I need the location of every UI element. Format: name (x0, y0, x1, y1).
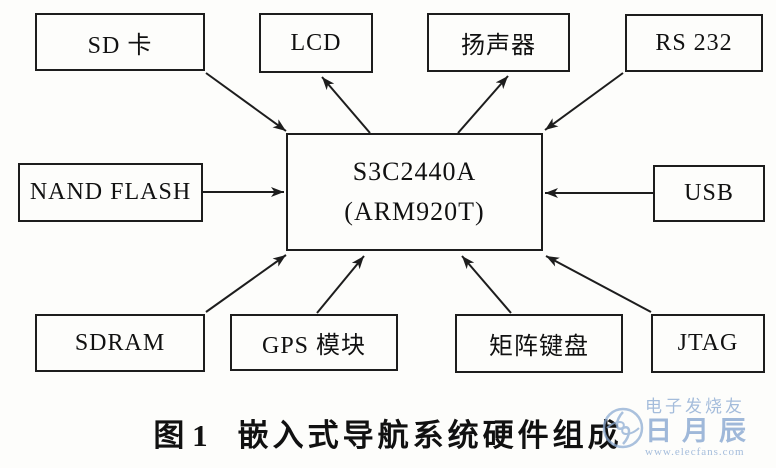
node-jtag: JTAG (651, 314, 765, 373)
node-usb: USB (653, 165, 765, 222)
node-lcd: LCD (259, 13, 373, 73)
node-sd-card: SD 卡 (35, 13, 205, 71)
node-sdram-label: SDRAM (74, 329, 166, 356)
node-matrix-keypad-label: 矩阵键盘 (489, 334, 589, 360)
node-gps-module-label: GPS 模块 (261, 333, 367, 359)
arrow-sd-card-to-cpu (205, 72, 287, 132)
node-cpu-s3c2440a: S3C2440A (ARM920T) (286, 133, 543, 251)
node-jtag-label: JTAG (677, 330, 739, 356)
node-rs232-label: RS 232 (655, 29, 733, 56)
arrow-gps-to-cpu (316, 255, 365, 314)
arrow-keypad-to-cpu (461, 255, 512, 314)
node-sdram: SDRAM (35, 314, 205, 372)
cpu-label-line2: (ARM920T) (344, 197, 485, 226)
cpu-label-line1: S3C2440A (352, 157, 477, 186)
node-speaker-label: 扬声器 (461, 33, 536, 59)
node-nand-flash: NAND FLASH (18, 163, 203, 222)
arrow-sdram-to-cpu (205, 254, 287, 313)
figure-caption-title: 嵌入式导航系统硬件组成 (237, 418, 623, 453)
figure-caption: 图 1 嵌入式导航系统硬件组成 (0, 410, 776, 455)
arrow-cpu-to-speaker (457, 75, 509, 134)
node-sd-card-label: SD 卡 (87, 32, 153, 59)
arrow-cpu-to-lcd (321, 76, 371, 134)
node-rs232: RS 232 (625, 14, 763, 72)
arrow-rs232-to-cpu (544, 72, 624, 131)
node-lcd-label: LCD (290, 29, 342, 56)
figure-caption-number: 图 1 (153, 418, 208, 453)
node-gps-module: GPS 模块 (230, 314, 398, 371)
node-usb-label: USB (684, 180, 734, 206)
node-matrix-keypad: 矩阵键盘 (455, 314, 623, 373)
node-speaker: 扬声器 (427, 13, 570, 72)
arrow-jtag-to-cpu (545, 255, 652, 313)
node-nand-flash-label: NAND FLASH (29, 179, 192, 205)
